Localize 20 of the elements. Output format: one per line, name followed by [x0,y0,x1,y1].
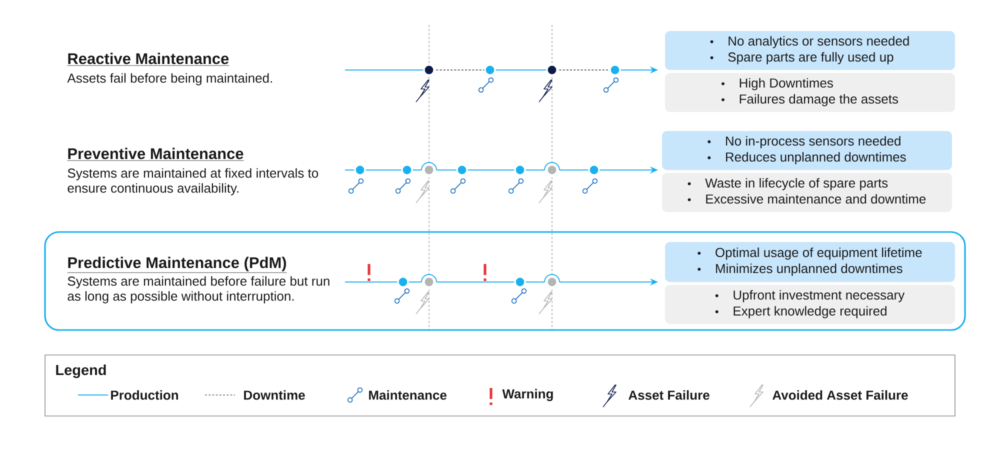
section-heading: Predictive Maintenance (PdM) [67,256,288,273]
legend-label: Maintenance [369,390,446,400]
disadvantages-box: Upfront investment necessary Expert knowledge required [665,285,955,324]
description: Systems are maintained before failure but run as long as possible without interruption. [68,276,330,304]
section-heading: Reactive Maintenance [67,52,230,66]
advantages-box: No analytics or sensors needed Spare parts are fully used up [665,31,955,70]
description: Assets fail before being maintained. [67,73,272,86]
disadvantages-box: High Downtimes Failures damage the assets [665,73,955,112]
highlight-frame [44,231,966,331]
legend-title: Legend [56,364,106,378]
legend-label: Production [111,390,178,400]
description: Systems are maintained at fixed intervals to ensure continuous availability. [68,168,318,196]
advantages-box: Optimal usage of equipment lifetime Minimizes unplanned downtimes [665,242,955,282]
legend-label: Avoided Asset Failure [772,390,908,400]
advantages-box: No in-process sensors needed Reduces unplanned downtimes [662,131,952,170]
legend-label: Asset Failure [628,390,710,400]
section-heading: Preventive Maintenance [67,148,244,161]
legend-label: Warning [502,388,553,402]
legend-label: Downtime [244,390,305,400]
disadvantages-box: Waste in lifecycle of spare parts Excessive maintenance and downtime [662,173,952,212]
